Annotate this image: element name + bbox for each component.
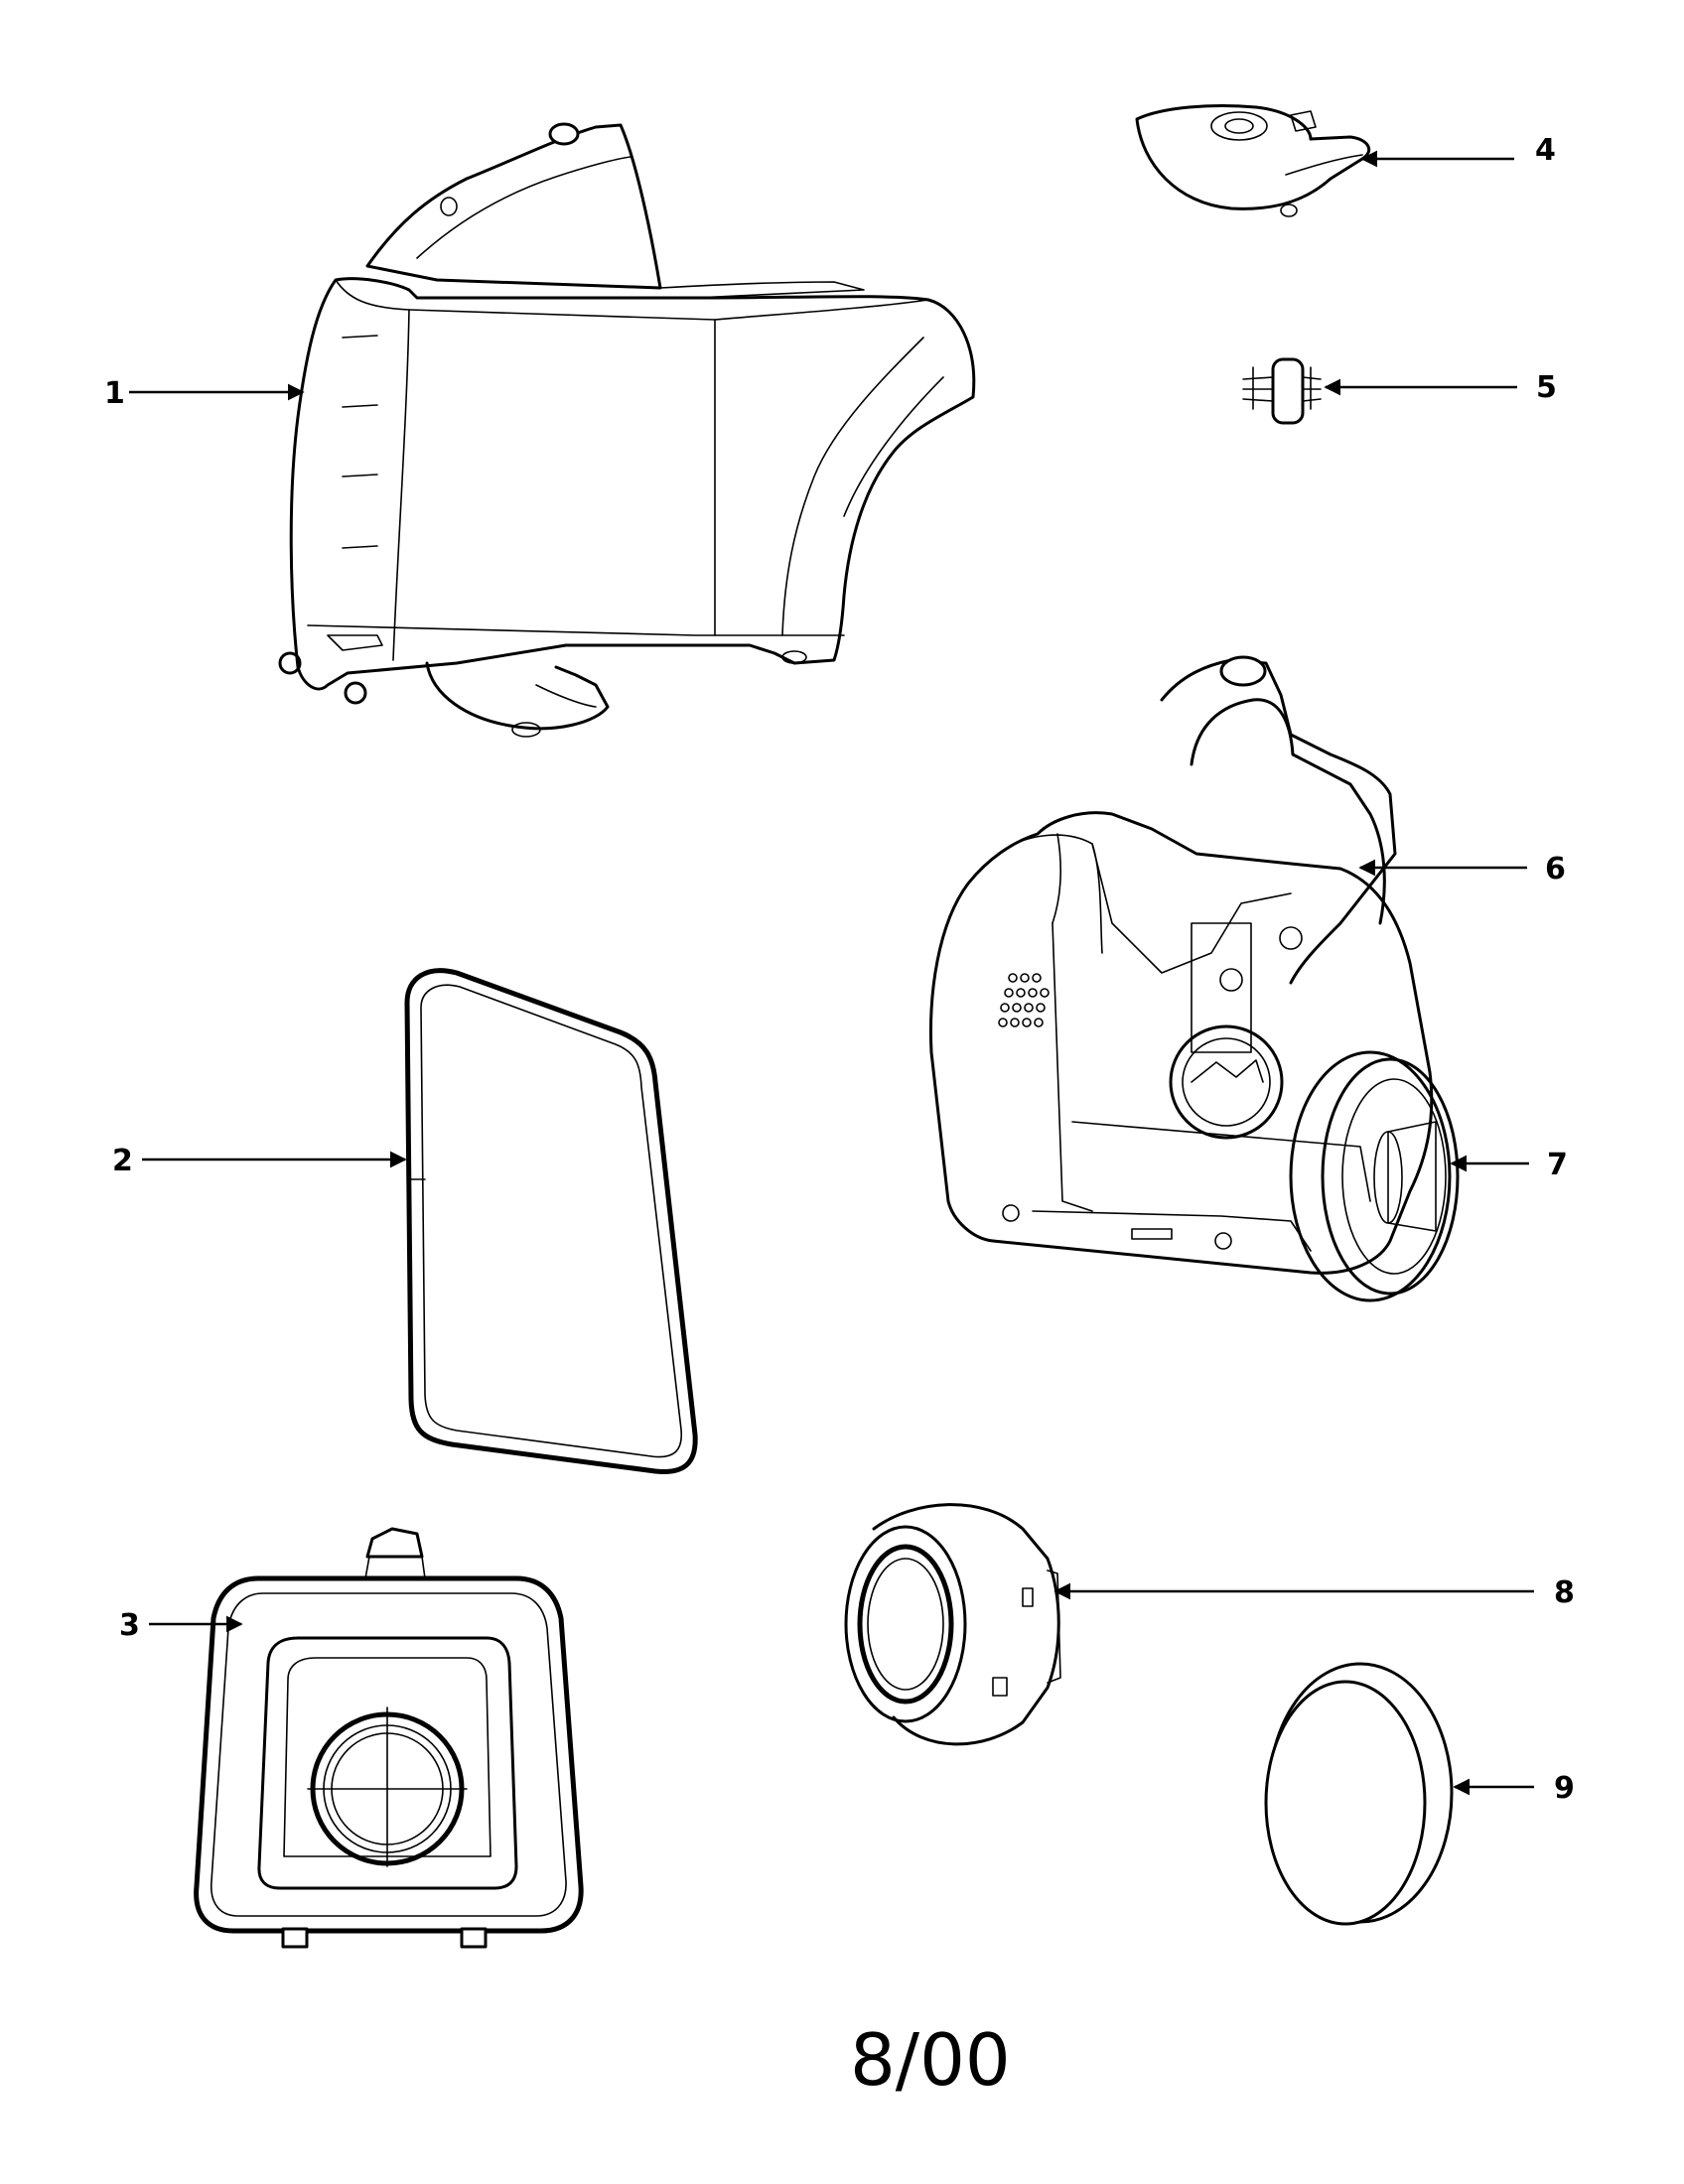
part-1-housing: [278, 122, 976, 738]
callout-8: 8: [1053, 1575, 1575, 1610]
callout-2: 2: [112, 1144, 407, 1178]
callout-number: 2: [112, 1144, 133, 1178]
vent-holes: [998, 973, 1050, 1027]
callout-7: 7: [1450, 1148, 1568, 1182]
callout-number: 7: [1547, 1148, 1568, 1182]
revision-date: 8/00: [850, 2018, 1011, 2102]
callout-3: 3: [119, 1608, 243, 1643]
callout-number: 9: [1554, 1771, 1575, 1806]
callout-9: 9: [1453, 1771, 1575, 1806]
callout-number: 6: [1545, 852, 1566, 887]
callout-number: 3: [119, 1608, 140, 1643]
callout-number: 8: [1554, 1575, 1575, 1610]
part-7-wheel: [1289, 1050, 1460, 1302]
callout-number: 4: [1535, 133, 1556, 168]
callout-number: 1: [104, 376, 125, 411]
part-9-filter-disc: [1264, 1662, 1454, 1926]
callout-6: 6: [1358, 852, 1566, 887]
part-2-gasket: [404, 968, 698, 1475]
part-8-filter-cup: [844, 1503, 1061, 1746]
callout-4: 4: [1360, 133, 1556, 168]
part-5-connector: [1242, 357, 1322, 425]
callout-number: 5: [1536, 370, 1557, 405]
part-4-cyclone-cap: [1135, 104, 1371, 217]
part-3-filter-housing: [194, 1527, 584, 1949]
callout-1: 1: [104, 376, 305, 411]
callout-5: 5: [1324, 370, 1557, 405]
part-6-chassis: [929, 655, 1434, 1275]
